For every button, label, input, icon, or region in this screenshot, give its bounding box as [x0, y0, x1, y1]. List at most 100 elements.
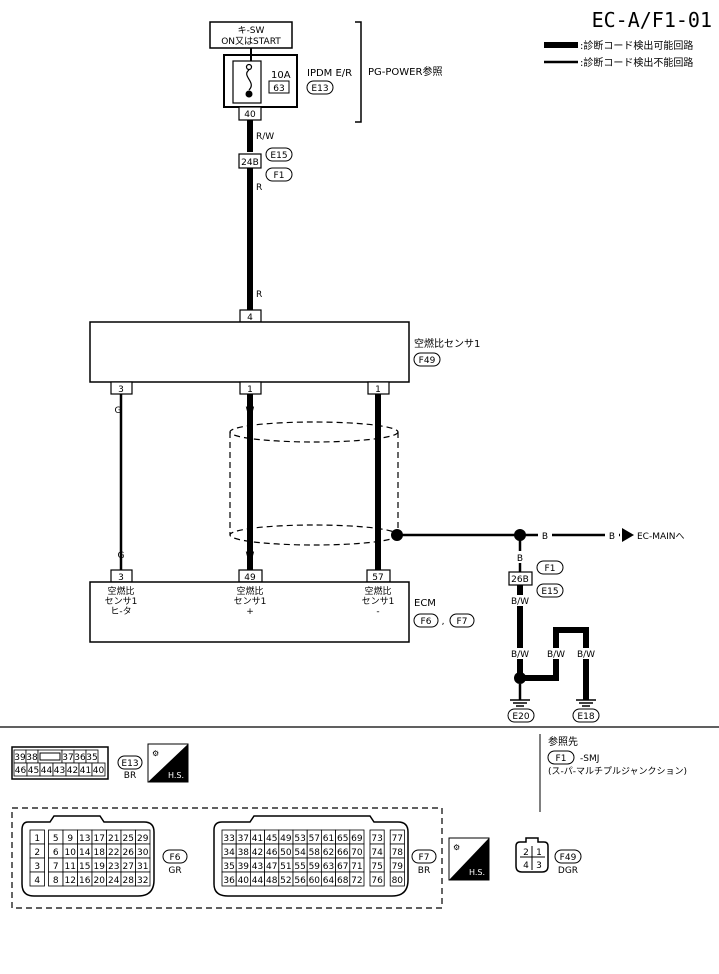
connector-f7-pin: 67: [337, 862, 348, 872]
connector-f7-pin: 53: [294, 834, 305, 844]
ecm-pin-3: 3: [118, 573, 124, 583]
ecm-connector-area: [11, 807, 443, 909]
ecm-terminal-minus-line3: -: [376, 607, 379, 617]
connector-f6-pin: 2: [34, 848, 40, 858]
connector-f6-pin: 13: [79, 834, 90, 844]
junction-24b: 24B: [241, 158, 259, 168]
connector-f7-pin: 78: [392, 848, 404, 858]
connector-f7-cell: [349, 871, 365, 887]
connector-f6-pin: 1: [34, 834, 40, 844]
connector-e13-pin: 46: [15, 766, 27, 776]
connector-f7-pin: 71: [351, 862, 362, 872]
hs-badge-f7: ⚙ H.S.: [448, 837, 490, 881]
connector-f6-badge: [162, 849, 188, 864]
connector-f49-pin-2: 2: [523, 848, 529, 858]
ground-wire-b-label: B: [517, 554, 523, 564]
connector-f6-pin: 32: [137, 876, 148, 886]
ground-e18-wire: [520, 627, 589, 700]
sensor-connector-badge: [413, 352, 441, 367]
connector-e13-pin: 38: [26, 753, 38, 763]
connector-f7-pin: 34: [223, 848, 235, 858]
connector-f7-cell: [389, 871, 405, 887]
connector-f7-pin: 64: [323, 876, 335, 886]
reference-connector: F1: [556, 754, 567, 764]
connector-f7-pin: 55: [294, 862, 305, 872]
wire-w-top-label: W: [246, 406, 255, 416]
ecm-box: [89, 581, 410, 643]
connector-f7-cell: [369, 871, 385, 887]
junction-26b: 26B: [511, 575, 529, 585]
connector-f7-pin: 74: [371, 848, 383, 858]
wire-rw-label: R/W: [256, 132, 274, 142]
sensor-pin-2: 1: [375, 385, 381, 395]
connector-f7-pin: 72: [351, 876, 362, 886]
connector-f6-id: F6: [170, 853, 181, 863]
connector-f7-pin: 63: [323, 862, 334, 872]
connector-f7-pin: 76: [371, 876, 383, 886]
ipdm-connector-badge: [306, 80, 334, 95]
connector-f7-pin: 46: [266, 848, 278, 858]
connector-f7-pin: 50: [280, 848, 292, 858]
connector-f7-badge: [411, 849, 437, 864]
ground-connector-f1: F1: [545, 564, 556, 574]
air-fuel-sensor-box: [89, 321, 410, 383]
connector-e13-pin: 36: [74, 753, 86, 763]
connector-f6-pin: 10: [65, 848, 77, 858]
connector-f7-pin: 44: [252, 876, 264, 886]
ecm-connector-f7: F7: [457, 617, 468, 627]
connector-f7-color: BR: [418, 866, 430, 876]
sensor-pin-1: 1: [247, 385, 253, 395]
connector-f7-pin: 41: [252, 834, 263, 844]
connector-f7-pin: 61: [323, 834, 334, 844]
wire-b1-mask: [538, 529, 552, 541]
connector-e13-badge: [117, 755, 143, 770]
hs-badge-f7-icon: ⚙: [453, 843, 460, 852]
wire-b2-mask: [605, 529, 619, 541]
ground-e18-wire-label: B/W: [547, 650, 565, 660]
sensor-input-wire: R: [256, 290, 262, 300]
connector-e13-pin: 44: [41, 766, 53, 776]
connector-f6-pin: 20: [94, 876, 106, 886]
connector-e13-cell: [91, 762, 106, 777]
connector-f49-color: DGR: [558, 866, 578, 876]
key-switch-state: ON又はSTART: [221, 36, 281, 47]
shield-cylinder: [229, 421, 399, 546]
connector-f7-pin: 77: [392, 834, 403, 844]
connector-f7-pin: 58: [309, 848, 321, 858]
ground-e18-wire2-label: B/W: [577, 650, 595, 660]
connector-f6-pin: 3: [34, 862, 40, 872]
ecm-terminal-heater-line2: センサ1: [105, 596, 138, 607]
ecm-terminal-plus-line3: +: [246, 607, 254, 617]
connector-f6-pin: 31: [137, 862, 148, 872]
connector-f6-pin: 6: [53, 848, 59, 858]
reference-description: (ス-パ-マルチプルジャンクション): [548, 766, 687, 777]
hs-badge-e13-icon: ⚙: [152, 749, 159, 758]
connector-f6-pin: 23: [108, 862, 119, 872]
connector-f7-pin: 38: [238, 848, 250, 858]
junction-connector-e15-label: E15: [270, 151, 287, 161]
connector-e13-id: E13: [121, 759, 138, 769]
ipdm-label: IPDM E/R: [307, 68, 352, 79]
ecm-terminal-plus-line1: 空燃比: [236, 585, 263, 597]
connector-f7-pin: 69: [351, 834, 363, 844]
connector-e13-pin: 37: [62, 753, 73, 763]
connector-f6-pin: 14: [79, 848, 91, 858]
connector-f6-pin: 25: [123, 834, 134, 844]
wire-r-label: R: [256, 183, 262, 193]
wire-g-top-label: G: [115, 406, 122, 416]
wire-b2-label: B: [609, 532, 615, 542]
pin-40: 40: [244, 110, 256, 120]
ecm-connector-f6: F6: [421, 617, 432, 627]
ecm-terminal-plus-line2: センサ1: [234, 596, 267, 607]
ground-e20-wire-label: B/W: [511, 650, 529, 660]
connector-e13-pin: 40: [93, 766, 105, 776]
ground-e18-wire-mask: [545, 648, 567, 659]
connector-f7-id: F7: [419, 853, 430, 863]
connector-f6-pin: 28: [123, 876, 135, 886]
ec-main-arrow-icon: [622, 528, 634, 542]
key-switch-box: [209, 21, 293, 49]
connector-f6-color: GR: [168, 866, 181, 876]
